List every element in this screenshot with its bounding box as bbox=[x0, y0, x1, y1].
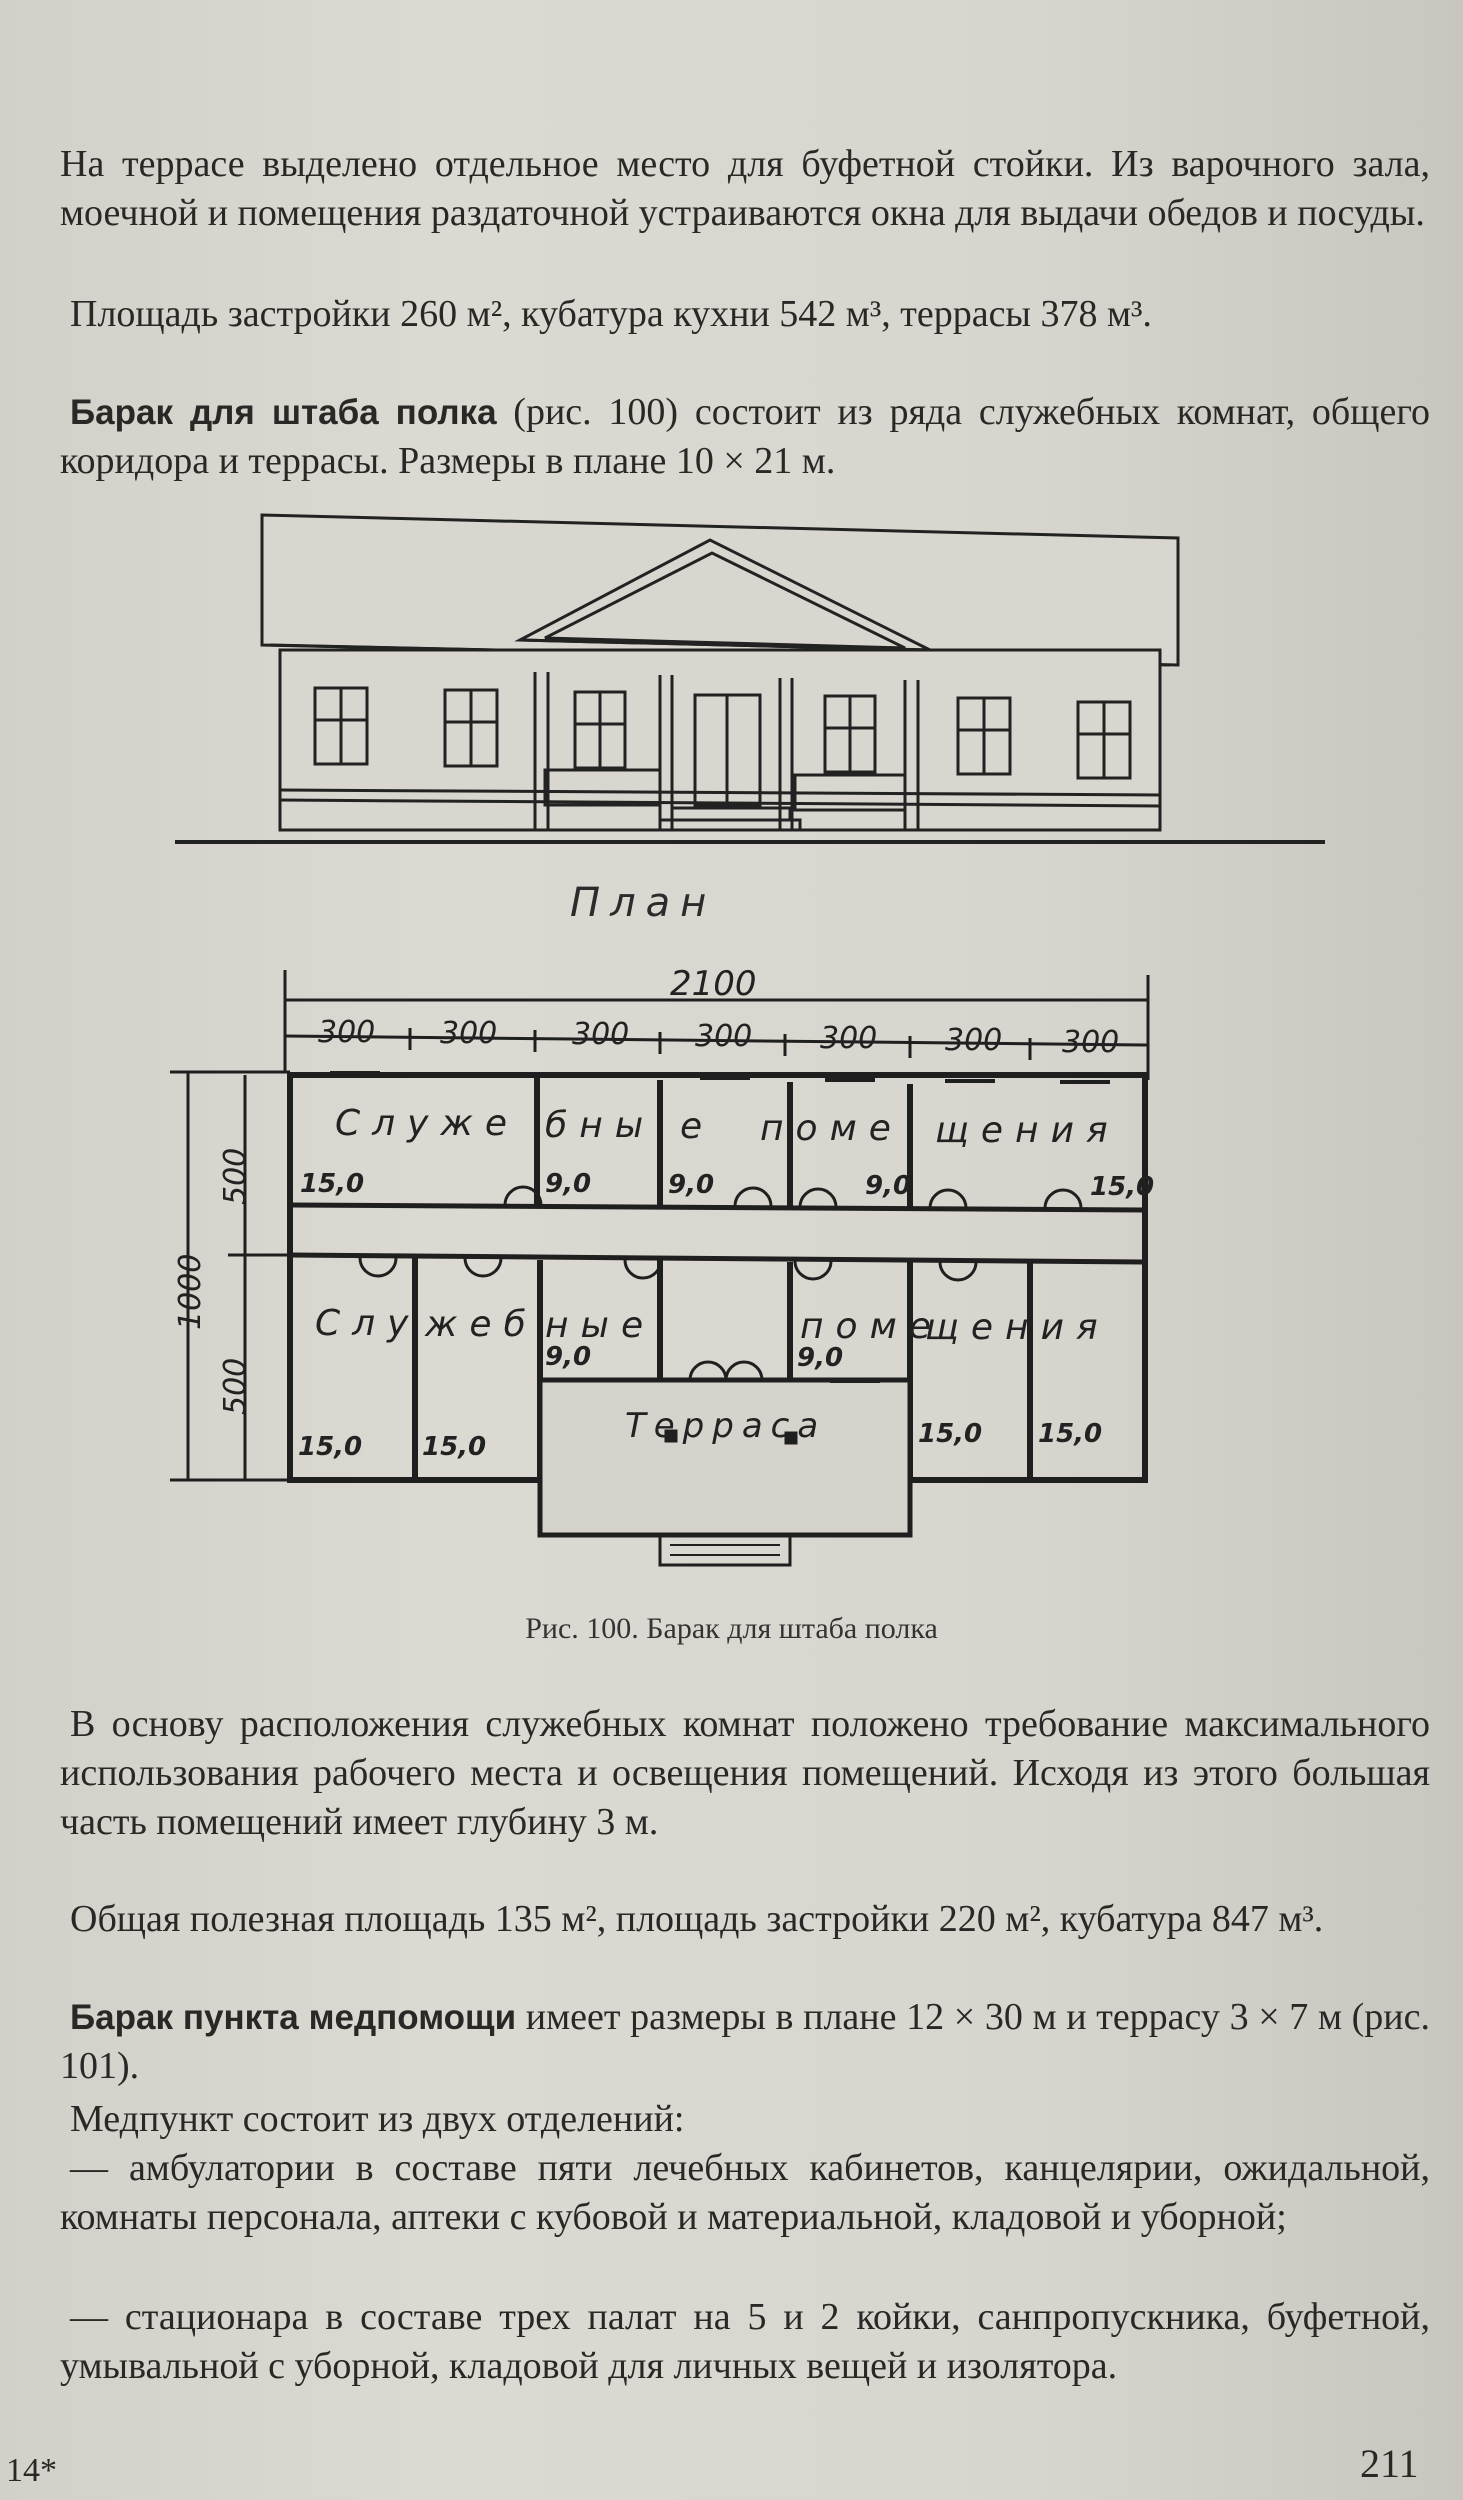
dim-side-top: 500 bbox=[218, 1148, 253, 1205]
area-u1: 15,0 bbox=[300, 1169, 364, 1199]
paragraph-1: На террасе выделено отдельное место для … bbox=[60, 140, 1430, 238]
area-l1: 15,0 bbox=[298, 1432, 362, 1462]
upper-room-labels: Служе бны е поме щения bbox=[335, 1103, 1120, 1151]
upper-label-2: бны bbox=[545, 1105, 655, 1146]
area-u2: 9,0 bbox=[545, 1169, 591, 1199]
paragraph-2: Площадь застройки 260 м², кубатура кухни… bbox=[60, 290, 1430, 339]
lower-room-labels: Слу жеб ные поме щения bbox=[315, 1303, 1110, 1348]
dim-seg-3: 300 bbox=[572, 1017, 629, 1052]
paragraph-8: — амбулатории в составе пяти лечебных ка… bbox=[60, 2144, 1430, 2242]
dim-total: 2100 bbox=[670, 964, 757, 1004]
area-r1: 15,0 bbox=[918, 1419, 982, 1449]
dim-side-total: 1000 bbox=[173, 1254, 208, 1330]
upper-label-4: поме bbox=[760, 1108, 903, 1149]
area-u3: 9,0 bbox=[668, 1170, 714, 1200]
p1-text: На террасе выделено отдельное место для … bbox=[60, 143, 1430, 234]
area-l2: 15,0 bbox=[422, 1432, 486, 1462]
paragraph-3: Барак для штаба полка (рис. 100) состоит… bbox=[60, 388, 1430, 486]
p6-bold-title: Барак пункта медпомощи bbox=[70, 1998, 517, 2037]
p5-text: Общая полезная площадь 135 м², площадь з… bbox=[70, 1898, 1324, 1940]
dim-segments: 300 300 300 300 300 300 300 bbox=[318, 1015, 1119, 1060]
lower-label-2: жеб bbox=[424, 1304, 538, 1345]
plan-title: План bbox=[570, 880, 717, 926]
dim-seg-2: 300 bbox=[440, 1016, 497, 1051]
upper-label-1: Служе bbox=[335, 1103, 519, 1144]
plan-drawing bbox=[170, 970, 1150, 1567]
p3-text: (рис. 100) состоит из ряда служебных ком… bbox=[60, 391, 1430, 482]
signature-mark: 14* bbox=[6, 2452, 57, 2489]
lower-label-1: Слу bbox=[315, 1303, 420, 1344]
paragraph-6: Барак пункта медпомощи имеет размеры в п… bbox=[60, 1993, 1430, 2091]
lower-label-3: ные bbox=[545, 1305, 655, 1346]
figure-100: 2100 300 300 300 300 300 300 300 1000 50… bbox=[170, 513, 1325, 1567]
lower-label-5: щения bbox=[925, 1307, 1110, 1348]
upper-label-3: е bbox=[680, 1106, 714, 1147]
paragraph-7: Медпункт состоит из двух отделений: bbox=[60, 2095, 1430, 2144]
p7-text: Медпункт состоит из двух отделений: bbox=[70, 2098, 685, 2140]
p4-text: В основу расположения служебных комнат п… bbox=[60, 1703, 1430, 1843]
figure-caption: Рис. 100. Барак для штаба полка bbox=[525, 1612, 938, 1645]
dim-seg-7: 300 bbox=[1062, 1025, 1119, 1060]
dim-seg-4: 300 bbox=[695, 1019, 752, 1054]
lower-label-4: поме bbox=[800, 1306, 943, 1347]
p3-bold-title: Барак для штаба полка bbox=[70, 393, 497, 432]
paragraph-5: Общая полезная площадь 135 м², площадь з… bbox=[60, 1895, 1430, 1944]
upper-label-5: щения bbox=[935, 1110, 1120, 1151]
dim-seg-5: 300 bbox=[820, 1021, 877, 1056]
terrace-label: Терраса bbox=[625, 1406, 826, 1446]
p8-text: — амбулатории в составе пяти лечебных ка… bbox=[60, 2147, 1430, 2238]
area-u4: 9,0 bbox=[865, 1171, 911, 1201]
p6-text: имеет размеры в плане 12 × 30 м и террас… bbox=[60, 1996, 1430, 2087]
facade-drawing bbox=[175, 513, 1325, 844]
p2-text: Площадь застройки 260 м², кубатура кухни… bbox=[70, 293, 1152, 335]
dim-seg-1: 300 bbox=[318, 1015, 375, 1050]
paragraph-4: В основу расположения служебных комнат п… bbox=[60, 1700, 1430, 1847]
paragraph-9: — стационара в составе трех палат на 5 и… bbox=[60, 2293, 1430, 2391]
dim-seg-6: 300 bbox=[945, 1023, 1002, 1058]
page-number: 211 bbox=[1360, 2441, 1419, 2486]
area-m2: 9,0 bbox=[797, 1343, 843, 1373]
room-areas: 15,0 9,0 9,0 9,0 15,0 15,0 15,0 9,0 9,0 … bbox=[298, 1169, 1154, 1462]
area-r2: 15,0 bbox=[1038, 1419, 1102, 1449]
dim-side-bottom: 500 bbox=[218, 1358, 253, 1415]
area-m1: 9,0 bbox=[545, 1342, 591, 1372]
area-u5: 15,0 bbox=[1090, 1172, 1154, 1202]
p9-text: — стационара в составе трех палат на 5 и… bbox=[60, 2296, 1430, 2387]
